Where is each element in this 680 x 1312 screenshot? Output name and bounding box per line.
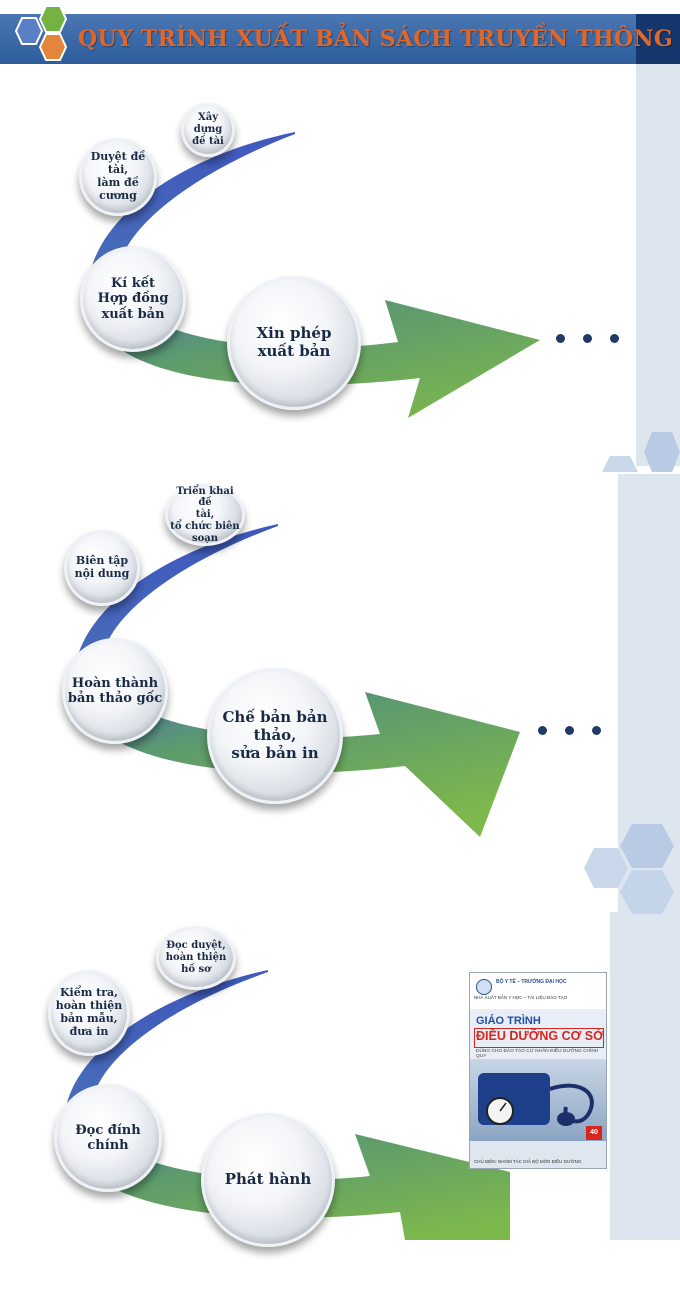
side-panel-1 (636, 64, 680, 466)
step-node: Đọc đính chính (54, 1084, 162, 1192)
book-publisher-line: NHÀ XUẤT BẢN Y HỌC – TÀI LIỆU ĐÀO TẠO (474, 995, 568, 1000)
process-arrow (88, 132, 540, 418)
step-node: Biên tập nội dung (64, 530, 140, 606)
book-badge: 40 (586, 1126, 602, 1140)
book-authors: CHỦ BIÊN: NHÓM TÁC GIẢ BỘ MÔN ĐIỀU DƯỠNG (474, 1159, 582, 1164)
step-node: Đọc duyệt, hoàn thiện hồ sơ (156, 926, 236, 990)
step-node: Kiểm tra, hoàn thiện bản mẫu, đưa in (48, 970, 130, 1056)
side-panel-3 (610, 912, 680, 1240)
header-bar (0, 14, 680, 64)
book-series: GIÁO TRÌNH (476, 1015, 541, 1027)
blood-pressure-cuff-photo (470, 1059, 606, 1143)
hexagon-decoration-icon (602, 432, 680, 472)
book-cover-image: BỘ Y TẾ – TRƯỜNG ĐẠI HỌC NHÀ XUẤT BẢN Y … (469, 972, 607, 1169)
hexagon-cluster-logo-icon (14, 5, 68, 61)
step-node: Kí kết Hợp đồng xuất bản (80, 246, 186, 352)
process-arrow (64, 970, 510, 1240)
step-node: Duyệt đề tài, làm đề cương (79, 138, 157, 216)
step-node: Xây dựng đề tài (181, 103, 235, 157)
publisher-emblem-icon (476, 979, 492, 995)
book-subtitle: DÙNG CHO ĐÀO TẠO CỬ NHÂN ĐIỀU DƯỠNG CHÍN… (476, 1049, 599, 1059)
step-node: Xin phép xuất bản (227, 276, 361, 410)
step-node: Triển khai đề tài, tổ chức biên soạn (165, 484, 245, 546)
ellipsis-dots-icon (556, 334, 622, 346)
header-accent (636, 14, 680, 64)
process-arrow (74, 524, 520, 837)
page-title: QUY TRÌNH XUẤT BẢN SÁCH TRUYỀN THÔNG (78, 26, 674, 52)
step-node: Hoàn thành bản thảo gốc (62, 638, 168, 744)
hexagon-decoration-icon (584, 824, 674, 914)
step-node: Chế bản bản thảo, sửa bản in (207, 668, 343, 804)
ellipsis-dots-icon (538, 726, 604, 738)
step-node: Phát hành (201, 1113, 335, 1247)
book-title: ĐIỀU DƯỠNG CƠ SỞ II (476, 1029, 607, 1043)
book-publisher: BỘ Y TẾ – TRƯỜNG ĐẠI HỌC (496, 979, 567, 985)
